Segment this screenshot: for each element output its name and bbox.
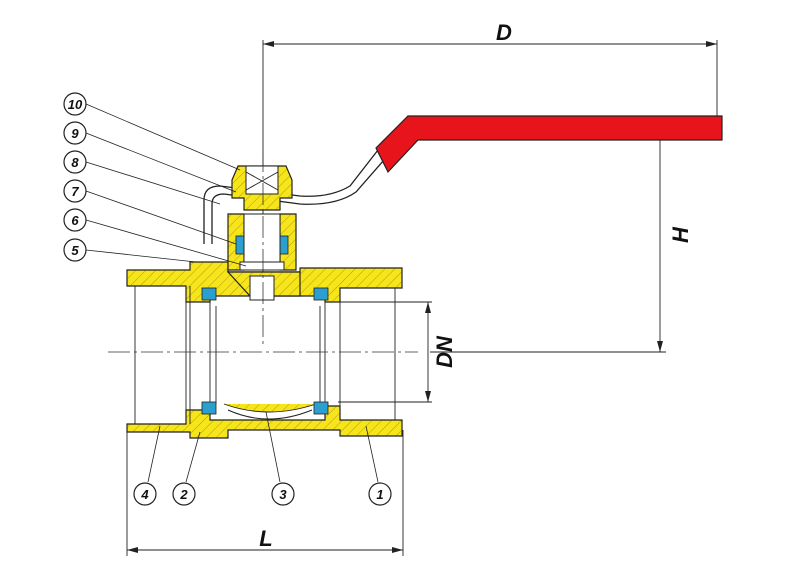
callout-4: 4 (133, 482, 157, 506)
callout-10: 10 (63, 92, 87, 116)
svg-text:5: 5 (71, 243, 79, 258)
dimension-dn-label: DN (432, 335, 457, 368)
callout-1: 1 (368, 482, 392, 506)
svg-text:7: 7 (71, 184, 79, 199)
dimension-d-label: D (496, 20, 512, 45)
svg-text:4: 4 (140, 487, 149, 502)
dimension-l: L (126, 430, 404, 556)
dimension-l-label: L (259, 526, 272, 551)
svg-text:8: 8 (71, 155, 79, 170)
dimension-d: D (262, 20, 718, 300)
dimension-h-label: H (668, 226, 693, 243)
svg-text:6: 6 (71, 213, 79, 228)
valve-stem (227, 165, 297, 301)
callout-6: 6 (63, 208, 87, 232)
dimension-dn: DN (338, 301, 457, 403)
svg-text:3: 3 (279, 487, 287, 502)
svg-text:2: 2 (179, 487, 188, 502)
callout-8: 8 (63, 150, 87, 174)
svg-text:1: 1 (376, 487, 383, 502)
dimension-h: H (430, 140, 693, 353)
callout-leaders (85, 103, 379, 483)
callout-7: 7 (63, 179, 87, 203)
callout-9: 9 (63, 121, 87, 145)
svg-text:9: 9 (71, 126, 79, 141)
callout-3: 3 (271, 482, 295, 506)
valve-body (126, 261, 403, 439)
callout-5: 5 (63, 238, 87, 262)
callout-2: 2 (172, 482, 196, 506)
svg-text:10: 10 (68, 97, 83, 112)
